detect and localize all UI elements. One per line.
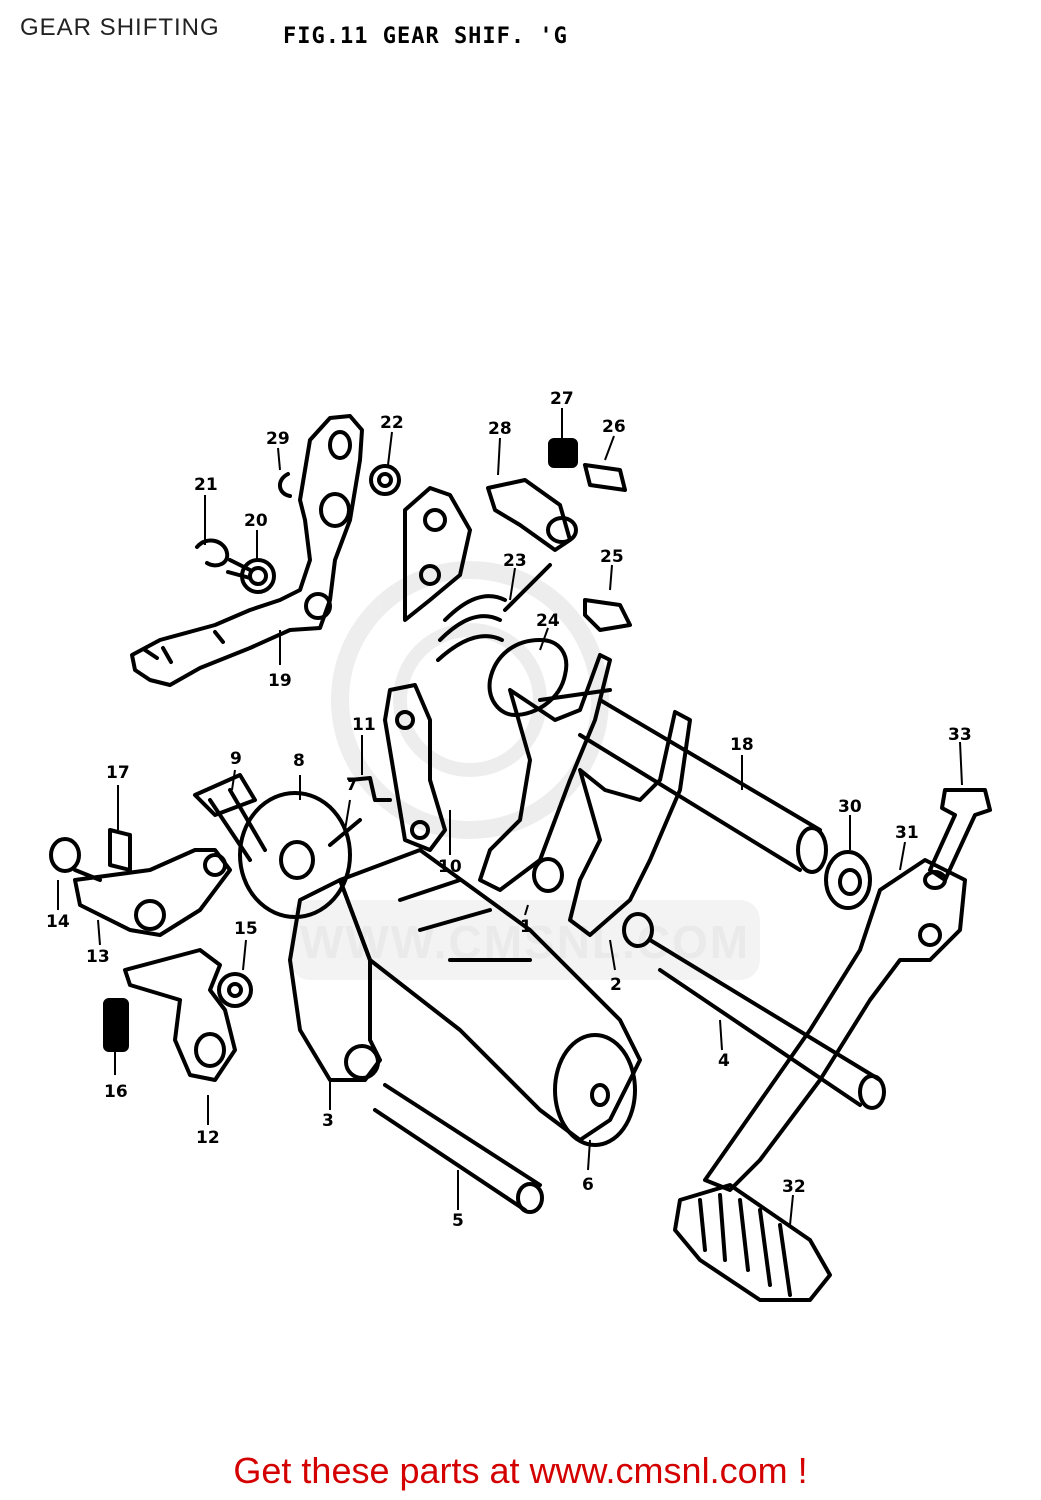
callout-6: 6 xyxy=(582,1175,594,1195)
part-28-shaft xyxy=(486,478,578,552)
callout-10: 10 xyxy=(438,857,462,877)
part-14-pin xyxy=(49,837,102,882)
part-29-clip xyxy=(278,472,292,498)
callout-2: 2 xyxy=(610,975,622,995)
callout-31: 31 xyxy=(895,823,919,843)
part-22-bushing xyxy=(369,464,401,496)
callout-28: 28 xyxy=(488,419,512,439)
callout-21: 21 xyxy=(194,475,218,495)
callout-32: 32 xyxy=(782,1177,806,1197)
callout-33: 33 xyxy=(948,725,972,745)
footer-link-text[interactable]: Get these parts at www.cmsnl.com ! xyxy=(233,1450,808,1491)
part-5-pin xyxy=(373,1083,544,1214)
part-8-plate xyxy=(238,791,352,919)
callout-17: 17 xyxy=(106,763,130,783)
callout-14: 14 xyxy=(46,912,70,932)
part-33-bolt xyxy=(928,788,992,882)
part-2-shift-fork xyxy=(568,710,692,948)
part-20-spring xyxy=(226,558,276,594)
part-19-shift-arm xyxy=(130,414,364,687)
callout-3: 3 xyxy=(322,1111,334,1131)
part-3-cam-guide xyxy=(288,878,382,1082)
callout-23: 23 xyxy=(503,551,527,571)
leader-lines xyxy=(57,408,963,1226)
callout-22: 22 xyxy=(380,413,404,433)
part-7-pin xyxy=(328,818,362,847)
part-9-screw xyxy=(193,773,267,862)
part-4-shaft xyxy=(648,938,886,1110)
callout-9: 9 xyxy=(230,749,242,769)
callout-27: 27 xyxy=(550,389,574,409)
callout-5: 5 xyxy=(452,1211,464,1231)
callout-20: 20 xyxy=(244,511,268,531)
callout-1: 1 xyxy=(520,917,532,937)
callout-18: 18 xyxy=(730,735,754,755)
part-1-shift-fork xyxy=(478,653,612,893)
part-17-spring xyxy=(108,828,132,872)
callout-16: 16 xyxy=(104,1082,128,1102)
part-32-rubber xyxy=(673,1183,832,1302)
callout-26: 26 xyxy=(602,417,626,437)
part-12-arm xyxy=(123,948,237,1082)
part-27-nut xyxy=(548,438,578,468)
part-6-cam-drum xyxy=(338,848,642,1147)
part-26-bolt xyxy=(583,463,627,492)
part-13-lifter xyxy=(73,848,232,937)
part-24-stopper xyxy=(403,486,612,717)
callout-25: 25 xyxy=(600,547,624,567)
callout-13: 13 xyxy=(86,947,110,967)
callout-11: 11 xyxy=(352,715,376,735)
figure-title: FIG.11 GEAR SHIF. 'G xyxy=(283,24,568,49)
part-21-clip xyxy=(195,538,230,568)
part-16-spring xyxy=(103,998,129,1052)
callout-15: 15 xyxy=(234,919,258,939)
callout-8: 8 xyxy=(293,751,305,771)
callout-29: 29 xyxy=(266,429,290,449)
part-10-plate xyxy=(383,683,447,852)
watermark-logo: WWW.CMSNL.COM xyxy=(290,561,760,980)
part-23-spring xyxy=(436,563,552,662)
part-18-fork-shaft xyxy=(578,698,828,874)
part-30-bushing xyxy=(824,850,872,910)
callout-12: 12 xyxy=(196,1128,220,1148)
callout-labels: 1 2 3 4 5 6 7 8 9 10 11 12 13 14 15 16 1… xyxy=(46,389,972,1231)
callout-30: 30 xyxy=(838,797,862,817)
callout-4: 4 xyxy=(718,1051,730,1071)
page-title: GEAR SHIFTING xyxy=(20,14,220,41)
part-25-bolt xyxy=(583,598,632,632)
callout-24: 24 xyxy=(536,611,560,631)
callout-19: 19 xyxy=(268,671,292,691)
part-11-screw xyxy=(348,776,392,802)
part-15-washer xyxy=(217,972,253,1008)
callout-7: 7 xyxy=(346,775,358,795)
